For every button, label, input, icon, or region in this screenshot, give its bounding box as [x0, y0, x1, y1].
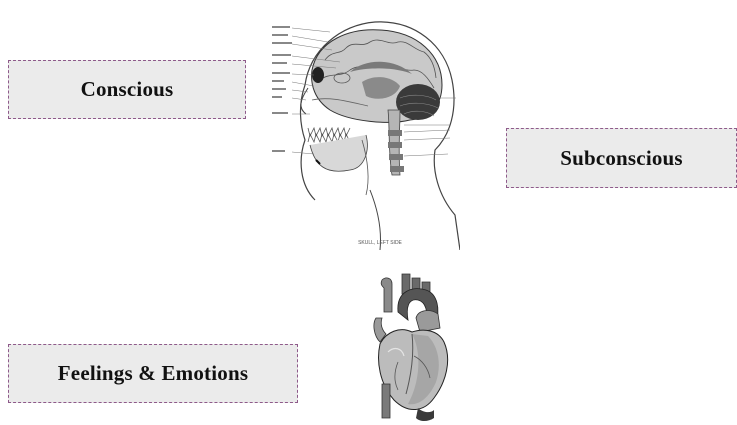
subconscious-label-box: Subconscious: [506, 128, 737, 188]
conscious-label: Conscious: [81, 77, 174, 102]
feelings-label-box: Feelings & Emotions: [8, 344, 298, 403]
skull-brain-icon: [270, 10, 460, 250]
conscious-label-box: Conscious: [8, 60, 246, 119]
head-figure-caption: SKULL, LEFT SIDE: [300, 240, 460, 246]
feelings-label: Feelings & Emotions: [58, 361, 248, 386]
subconscious-label: Subconscious: [560, 146, 683, 171]
heart-icon: [368, 272, 454, 424]
